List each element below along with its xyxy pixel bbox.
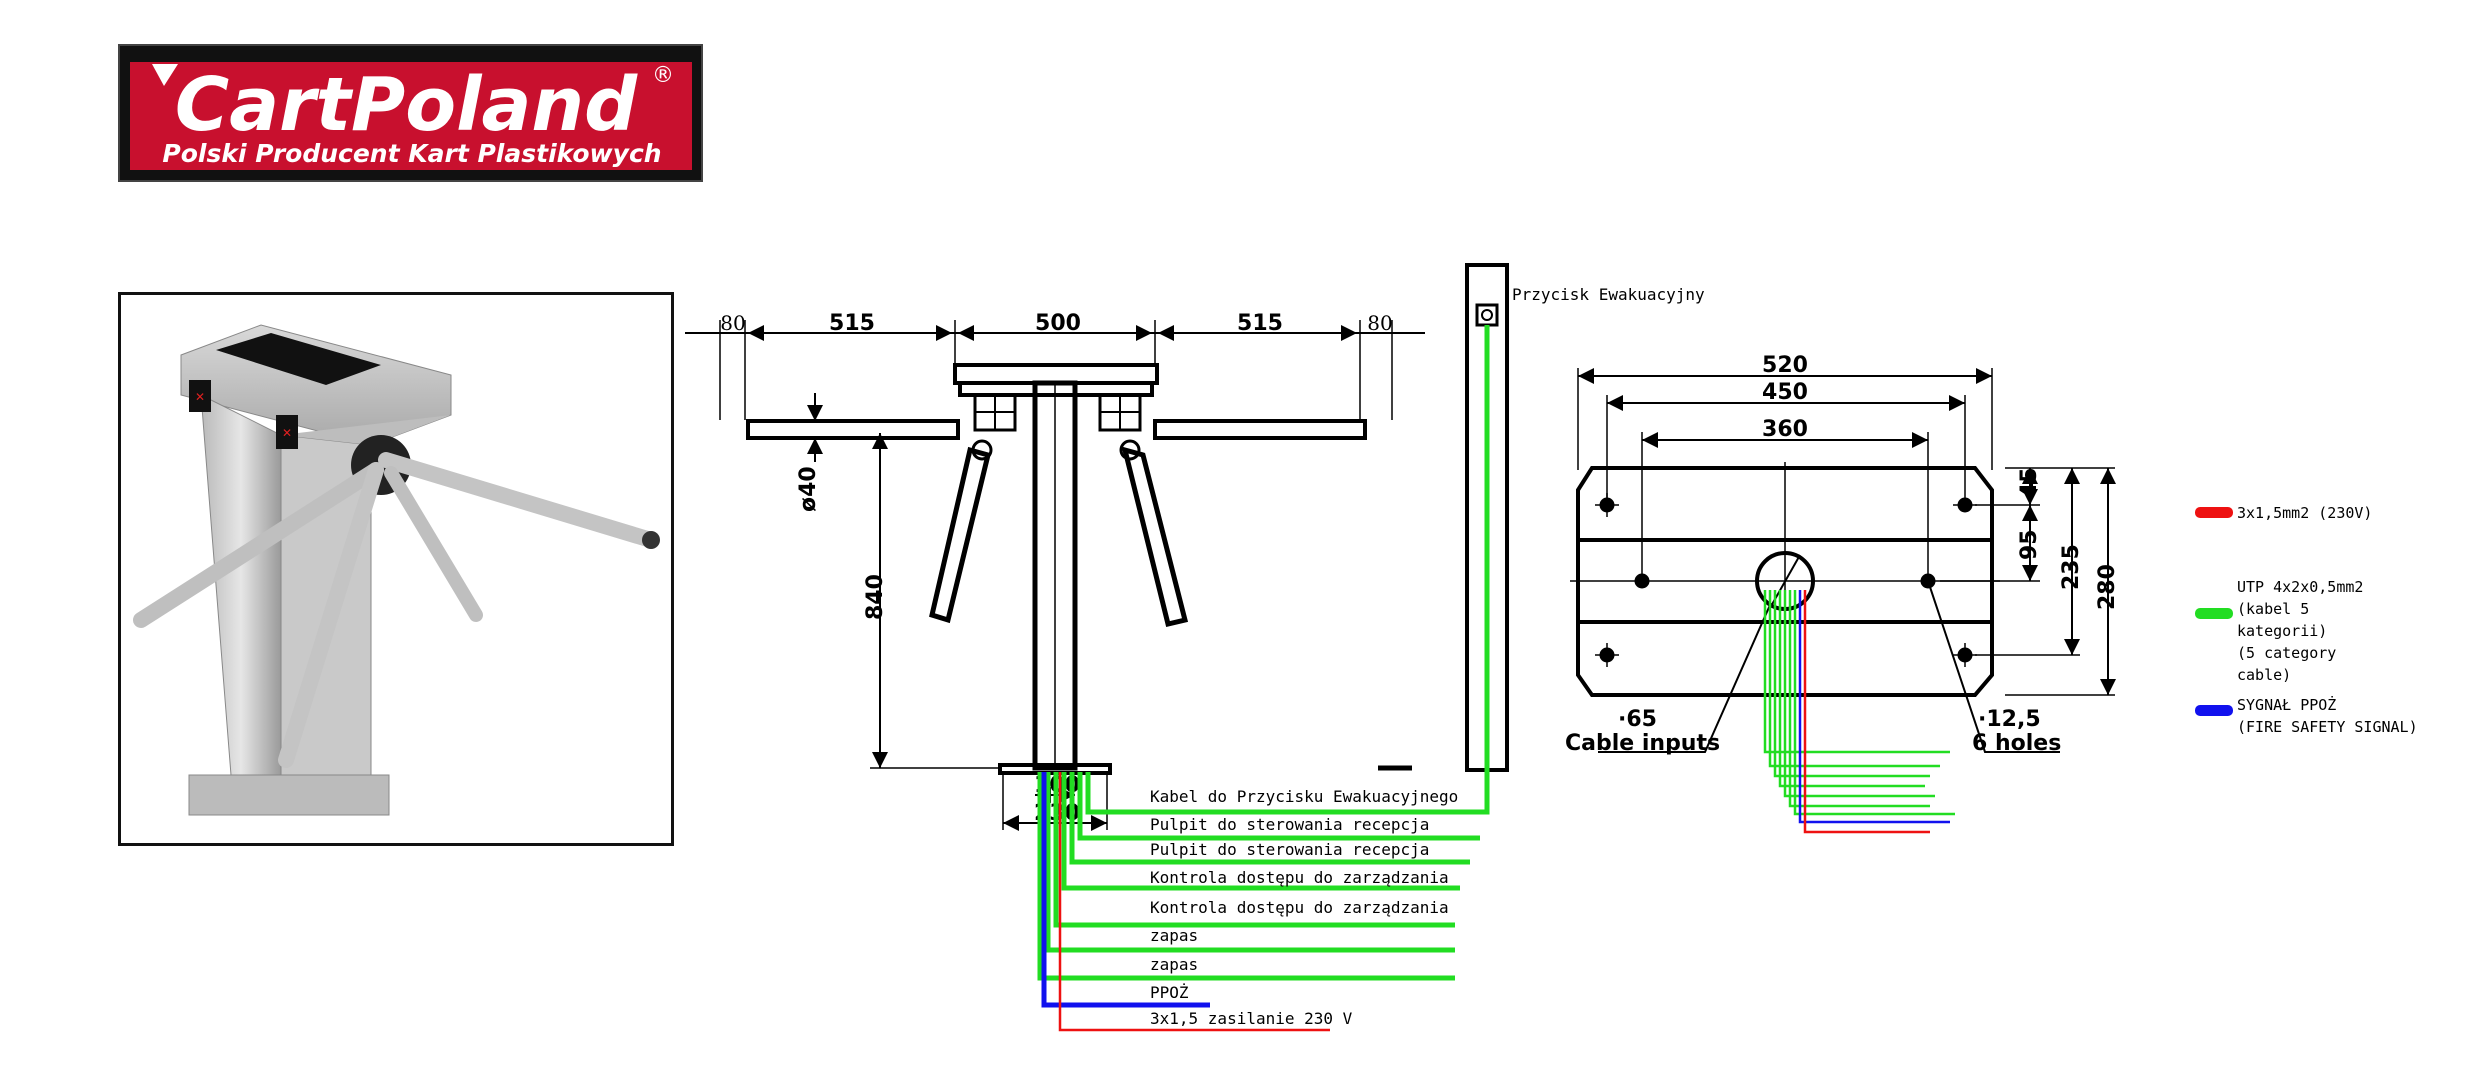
dim-height-840: 840 (863, 574, 888, 620)
cable-label: PPOŻ (1150, 983, 1189, 1002)
cable-line (1045, 772, 1455, 953)
cable-input-diameter: ·65 (1618, 707, 1657, 732)
cable-label: Kontrola dostępu do zarządzania (1150, 868, 1449, 887)
cable-line (1085, 325, 1490, 815)
cable-label: Pulpit do sterowania recepcja (1150, 815, 1429, 834)
plan-cables (1763, 590, 1955, 834)
evacuation-button-label: Przycisk Ewakuacyjny (1512, 285, 1705, 304)
plan-width-360: 360 (1762, 417, 1808, 442)
plan-cable-line (1803, 590, 1930, 834)
legend-text: (5 category (2237, 644, 2336, 662)
legend-text: UTP 4x2x0,5mm2 (2237, 578, 2363, 596)
legend-text: (kabel 5 (2237, 600, 2309, 618)
front-view (685, 320, 1425, 831)
plan-cable-line (1788, 590, 1930, 808)
legend-text: cable) (2237, 666, 2291, 684)
cable-label: zapas (1150, 955, 1198, 974)
plan-height-235: 235 (2059, 544, 2084, 590)
front-cables (1037, 325, 1490, 1032)
cable-line (1053, 772, 1455, 928)
plan-cable-line (1798, 590, 1950, 824)
legend-text: (FIRE SAFETY SIGNAL) (2237, 718, 2418, 736)
legend-text: SYGNAŁ PPOŻ (2237, 695, 2336, 714)
plan-cable-line (1783, 590, 1935, 798)
cable-label: zapas (1150, 926, 1198, 945)
legend-text: 3x1,5mm2 (230V) (2237, 504, 2372, 522)
legend-swatch (2195, 608, 2233, 619)
dim-left-515: 515 (829, 311, 875, 336)
cable-label: Pulpit do sterowania recepcja (1150, 840, 1429, 859)
cable-line (1061, 772, 1460, 891)
cable-line (1058, 772, 1330, 1032)
legend-swatch (2195, 507, 2233, 518)
dim-left-80: 80 (720, 311, 745, 335)
cable-line (1077, 772, 1480, 841)
dim-right-515: 515 (1237, 311, 1283, 336)
svg-text:✕: ✕ (195, 390, 205, 404)
dim-arm-diameter: ø40 (796, 466, 821, 512)
plan-width-450: 450 (1762, 380, 1808, 405)
plan-cable-line (1793, 590, 1955, 816)
cable-line (1037, 772, 1455, 981)
logo-brand: CartPoland (175, 62, 638, 148)
cable-label: Kabel do Przycisku Ewakuacyjnego (1150, 787, 1458, 806)
plan-height-95: 95 (2017, 529, 2042, 560)
legend-text: kategorii) (2237, 622, 2327, 640)
holes-diameter: ·12,5 (1978, 707, 2041, 732)
svg-text:✕: ✕ (282, 426, 292, 440)
cable-line (1041, 772, 1210, 1008)
plan-cable-line (1778, 590, 1925, 788)
dim-right-80: 80 (1367, 311, 1392, 335)
plan-width-520: 520 (1762, 353, 1808, 378)
plan-cable-line (1763, 590, 1950, 754)
dim-center-500: 500 (1035, 311, 1081, 336)
plan-height-280: 280 (2095, 564, 2120, 610)
holes-label: 6 holes (1972, 731, 2061, 756)
plan-height-45: 45 (2017, 467, 2042, 498)
logo-registered: ® (652, 63, 674, 88)
legend-swatch (2195, 705, 2233, 716)
cartpoland-logo: CartPoland ® Polski Producent Kart Plast… (118, 44, 703, 182)
turnstile-photo: ✕ ✕ (118, 292, 674, 846)
plan-cable-line (1768, 590, 1940, 768)
logo-tagline: Polski Producent Kart Plastikowych (162, 139, 661, 168)
cable-label: Kontrola dostępu do zarządzania (1150, 898, 1449, 917)
cable-label: 3x1,5 zasilanie 230 V (1150, 1009, 1353, 1028)
cable-line (1069, 772, 1470, 865)
plan-cable-line (1773, 590, 1930, 778)
cable-legend: 3x1,5mm2 (230V) UTP 4x2x0,5mm2 (kabel 5 kat… (2195, 504, 2418, 736)
cable-input-label: Cable inputs (1565, 731, 1720, 756)
